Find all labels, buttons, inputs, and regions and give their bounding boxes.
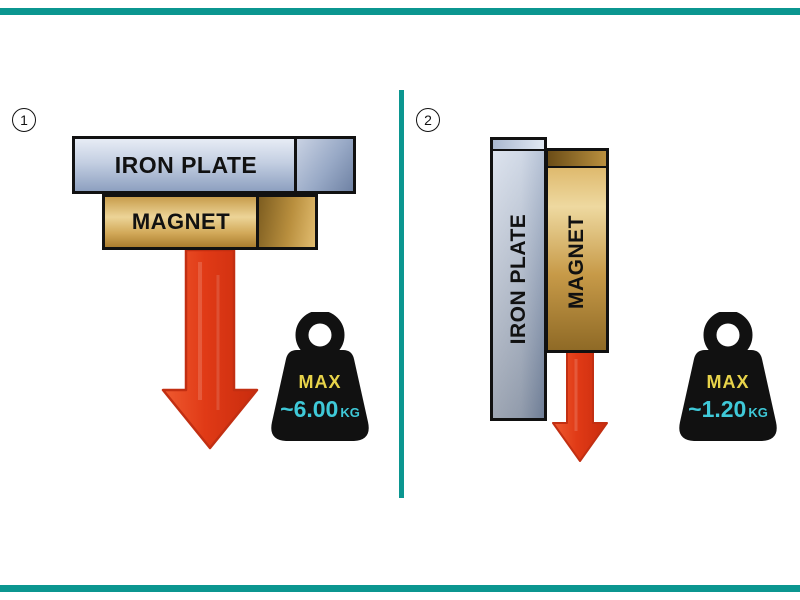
panel-divider [399, 90, 404, 498]
kettlebell-shape [271, 310, 369, 441]
iron-plate-label: IRON PLATE [506, 213, 530, 345]
magnet-side-face [256, 197, 315, 247]
panel-1-badge: 1 [12, 108, 36, 132]
magnet-horizontal: MAGNET [102, 194, 318, 250]
pull-down-arrow-icon [552, 351, 608, 462]
top-border-bar [0, 8, 800, 15]
magnet-vertical: MAGNET [545, 148, 609, 353]
pull-down-arrow-icon [161, 250, 259, 450]
iron-plate-top-face [493, 140, 544, 151]
panel-2-badge: 2 [416, 108, 440, 132]
iron-plate-side-face [294, 139, 353, 191]
iron-plate-vertical: IRON PLATE [490, 137, 547, 421]
magnet-top-face [548, 151, 606, 168]
kettlebell-shape [679, 310, 777, 441]
iron-plate-label: IRON PLATE [114, 151, 258, 178]
magnet-label: MAGNET [565, 215, 588, 310]
iron-plate-horizontal: IRON PLATE [72, 136, 356, 194]
bottom-border-bar [0, 585, 800, 592]
magnet-label: MAGNET [131, 209, 231, 234]
